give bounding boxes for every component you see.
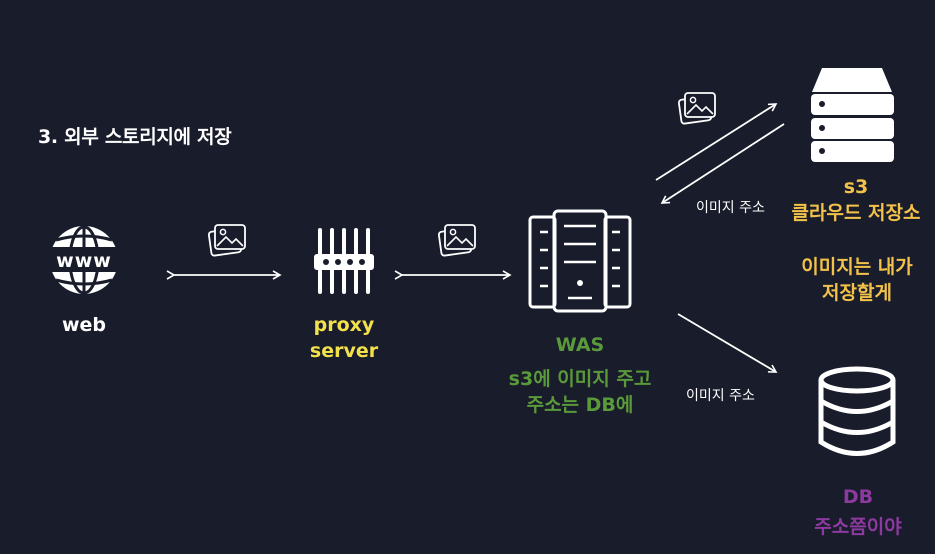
edge-label-s3-to-was: 이미지 주소 [696,200,765,216]
storage-server-icon [811,68,894,162]
image-icon [437,224,476,257]
www-globe-icon: www [46,225,122,295]
arrow-was-to-db [677,313,778,373]
database-icon [818,366,896,456]
proxy-label-line1: proxy [313,314,375,336]
was-note: s3에 이미지 주고 주소는 DB에 [490,366,670,418]
s3-label-line2: 클라우드 저장소 [791,202,921,224]
was-note-line2: 주소는 DB에 [526,394,634,416]
arrow-was-to-s3 [655,103,778,181]
db-label-line1: DB [842,486,874,508]
image-icon [677,92,716,125]
proxy-label-line2: server [309,340,379,362]
was-label: WAS [555,334,605,356]
s3-note-line2: 저장할게 [822,282,892,304]
arrow-s3-to-was [660,123,785,204]
s3-label-line1: s3 [843,176,869,198]
proxy-filter-icon [314,228,374,294]
diagram-title: 3. 외부 스토리지에 저장 [38,126,232,148]
proxy-label: proxy server [294,312,394,364]
was-note-line1: s3에 이미지 주고 [508,368,652,390]
s3-note: 이미지는 내가 저장할게 [788,254,926,306]
db-label-line2: 주소쯤이야 [814,516,902,538]
web-label: web [61,314,107,336]
db-label: DB 주소쯤이야 [798,484,918,540]
svg-text:www: www [56,250,112,272]
s3-label: s3 클라우드 저장소 [778,174,934,226]
image-icon [207,224,246,257]
edge-label-was-to-db: 이미지 주소 [686,388,755,404]
server-rack-icon [528,209,632,313]
s3-note-line1: 이미지는 내가 [801,256,913,278]
